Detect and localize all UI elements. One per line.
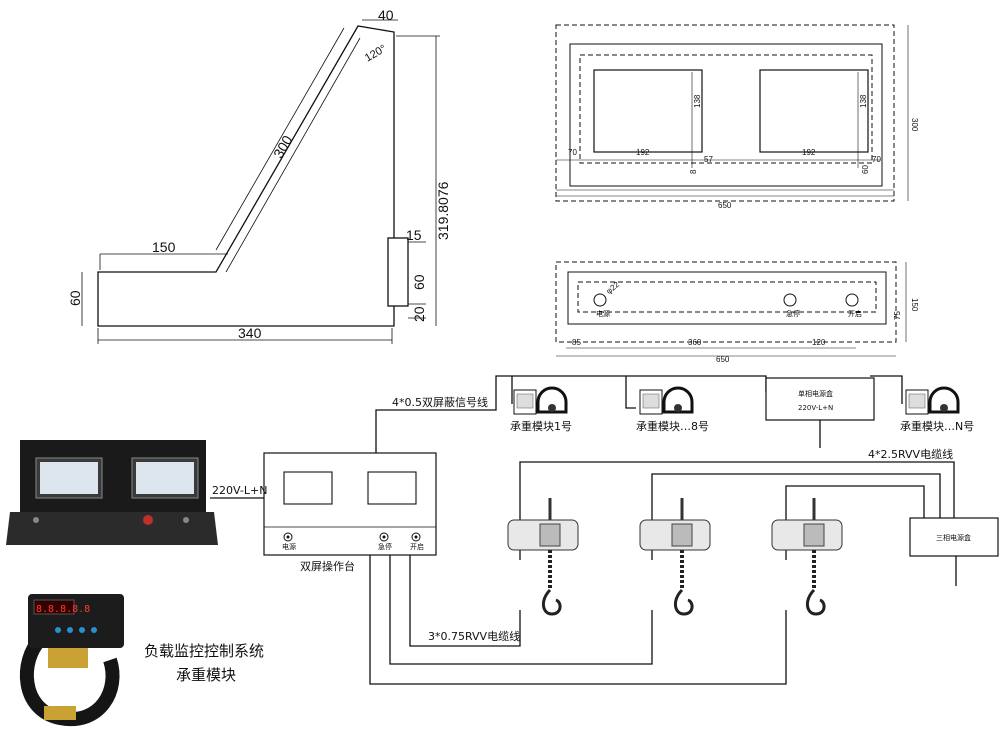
single-phase-box-title: 单相电源盒 (798, 389, 833, 398)
weighing-module-8 (639, 386, 694, 415)
front-dim-57: 57 (704, 155, 713, 164)
single-phase-box (765, 377, 875, 421)
bottom-dim-650: 650 (716, 355, 730, 364)
console-label: 双屏操作台 (300, 559, 355, 573)
bracket-tab (387, 237, 409, 307)
module-8-label: 承重模块…8号 (636, 419, 709, 433)
caption-line-1: 负载监控控制系统 (144, 642, 264, 660)
wiring-lines (210, 375, 957, 685)
display-readout: 8.8.8.8.8 (36, 604, 90, 615)
front-dim-138-left: 138 (693, 94, 702, 108)
front-dim-70-left: 70 (568, 148, 577, 157)
bracket-dim-319: 319.8076 (435, 181, 451, 240)
bracket-dim-120: 120° (363, 43, 389, 65)
bracket-drawing (81, 19, 440, 344)
hoist-2 (639, 498, 711, 616)
weighing-module-n (905, 386, 960, 415)
hole-estop (783, 293, 797, 307)
console-button-label-3: 开启 (410, 542, 424, 551)
console-screen-right (367, 471, 417, 505)
bottom-dim-85: 85 (572, 338, 581, 347)
bracket-outline (97, 25, 395, 327)
front-dim-60: 60 (861, 165, 870, 174)
product-caption: 负载监控控制系统 承重模块 (144, 642, 264, 684)
panel-front-labels: 138 138 300 70 192 57 8 192 70 60 650 (568, 94, 919, 210)
front-dim-192-right: 192 (802, 148, 816, 157)
wiring-labels: 4*0.5双屏蔽信号线 承重模块1号 承重模块…8号 承重模块…N号 单相电源盒… (212, 389, 974, 643)
front-dim-138-right: 138 (859, 94, 868, 108)
three-phase-box-label: 三相电源盒 (936, 533, 971, 542)
control-cable-label: 3*0.75RVV电缆线 (428, 629, 520, 643)
bottom-dim-120: 120 (812, 338, 826, 347)
hole-power (593, 293, 607, 307)
module-n-label: 承重模块…N号 (900, 419, 974, 433)
front-dim-192-left: 192 (636, 148, 650, 157)
signal-cable-label: 4*0.5双屏蔽信号线 (392, 395, 488, 409)
bracket-dim-15: 15 (406, 227, 422, 243)
hoist-3 (771, 498, 843, 616)
load-module-photo: 8.8.8.8.8 (20, 594, 124, 727)
front-dim-8: 8 (689, 169, 698, 174)
bottom-hole-label-1: 电源 (596, 309, 610, 318)
power-line-label: 220V-L+N (212, 484, 267, 497)
weighing-module-1 (513, 386, 568, 415)
hole-start (845, 293, 859, 307)
hoist-1 (507, 498, 579, 616)
three-phase-box (909, 517, 999, 557)
console-photo (6, 440, 218, 545)
bracket-dim-40: 40 (378, 7, 394, 23)
module-1-label: 承重模块1号 (510, 419, 572, 433)
power-cable-label: 4*2.5RVV电缆线 (868, 447, 953, 461)
single-phase-box-power: 220V-L+N (798, 404, 833, 412)
panel-bottom-labels: φ22 电源 急停 开启 150 75 85 360 120 650 (572, 280, 919, 364)
console-button-label-1: 电源 (282, 542, 296, 551)
bottom-dim-75: 75 (893, 311, 902, 320)
bottom-dim-150: 150 (910, 298, 919, 312)
console-button-label-2: 急停 (378, 542, 392, 551)
front-dim-70-right: 70 (872, 155, 881, 164)
bottom-dim-360: 360 (688, 338, 702, 347)
bracket-dim-60-right: 60 (411, 274, 427, 290)
bracket-dim-60-left: 60 (67, 290, 83, 306)
bracket-dim-150: 150 (152, 239, 176, 255)
bottom-hole-label-2: 急停 (786, 309, 800, 318)
panel-front-view (555, 24, 909, 202)
caption-line-2: 承重模块 (176, 666, 236, 684)
panel-bottom-view (555, 261, 907, 357)
bracket-dim-340: 340 (238, 325, 262, 341)
bottom-hole-label-3: 开启 (848, 309, 862, 318)
console-screen-left (283, 471, 333, 505)
bracket-labels: 40 120° 300 319.8076 150 15 60 60 20 340 (67, 7, 451, 341)
front-dim-650: 650 (718, 201, 732, 210)
bracket-dim-20: 20 (411, 306, 427, 322)
photo-estop-icon (143, 515, 153, 525)
front-dim-300: 300 (910, 118, 919, 132)
console-box (263, 452, 437, 556)
